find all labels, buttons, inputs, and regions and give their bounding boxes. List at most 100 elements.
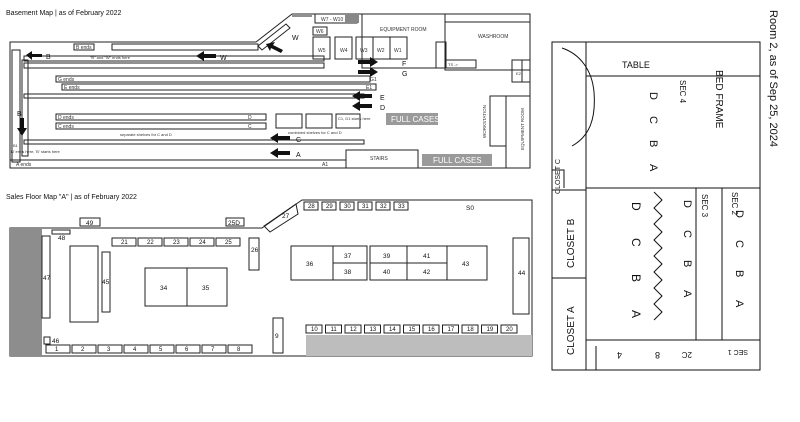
shelf-25d: 25D — [228, 220, 240, 227]
arrow-label: C — [296, 137, 301, 144]
shelf-number: 19 — [487, 327, 494, 333]
full-cases-badges: FULL CASES FULL CASES — [386, 113, 492, 166]
aisle-w2: W2 — [377, 48, 385, 54]
shelf-box — [393, 201, 409, 211]
arrow-right-icon — [358, 67, 378, 77]
shelf-9: 9 — [275, 333, 279, 340]
arrow-label: F — [402, 61, 406, 68]
shelf-box — [123, 344, 149, 354]
shelf-number: 18 — [467, 327, 474, 333]
sketch-bottom-labels: 4 8 2C SEC 1 — [617, 348, 748, 360]
shelf-box — [163, 237, 189, 247]
shelf-box — [325, 324, 342, 334]
sales-floor-map — [9, 199, 533, 357]
section-letter: C — [681, 230, 693, 238]
label-w7-w10: W7 - W10 — [321, 17, 343, 23]
d-label: D — [248, 115, 252, 121]
shelf-number: 22 — [147, 240, 154, 246]
shelf-box — [357, 201, 373, 211]
sketch-labels: Room 2, as of Sep 25, 2024 TABLE SEC 4 B… — [555, 10, 779, 355]
arrow-label: A — [296, 152, 301, 159]
shelf-49: 49 — [86, 220, 94, 227]
section-letter: D — [629, 202, 643, 211]
shelf-36: 36 — [306, 261, 314, 268]
shelf-46: 46 — [52, 338, 60, 345]
shelf-box — [500, 324, 518, 334]
equipment-room-side-label: EQUIPMENT ROOM — [520, 108, 525, 150]
aisle-w1: W1 — [394, 48, 402, 54]
full-cases-label: FULL CASES — [391, 115, 440, 124]
shelf-box — [97, 344, 123, 354]
aisle-w4: W4 — [340, 48, 348, 54]
shelf-number: 1 — [55, 347, 59, 353]
shelf-26: 26 — [251, 247, 259, 254]
b1-label: B1 — [13, 143, 19, 148]
ts-label: TS -> — [448, 62, 459, 67]
zigzag-divider — [653, 191, 663, 321]
shelf-number: 10 — [311, 327, 318, 333]
shelf-number: 33 — [398, 204, 405, 210]
sales-labels: 27 26 25D 49 48 47 45 46 34 35 36 37 38 … — [43, 205, 526, 345]
shelf-45: 45 — [102, 279, 110, 286]
washroom-label: WASHROOM — [478, 34, 508, 40]
arrow-left-icon — [270, 148, 290, 158]
basement-map — [9, 13, 531, 169]
shelf-number: 11 — [331, 327, 338, 333]
aisle-w5: W5 — [318, 48, 326, 54]
g-ends-label: G ends — [58, 77, 75, 83]
shelf-box — [442, 324, 459, 334]
shelf-47: 47 — [43, 275, 51, 282]
shelf-box — [481, 324, 498, 334]
shelf-27: 27 — [282, 213, 290, 220]
closet-b-label: CLOSET B — [566, 218, 577, 268]
g1-label: G1 — [370, 77, 377, 83]
a-ends-label: A ends — [16, 162, 32, 168]
combined-shelves-note: combined shelves for C and D — [288, 130, 342, 135]
shelf-number: 8 — [237, 347, 241, 353]
section-letter: A — [733, 300, 745, 308]
separate-shelves-note: separate shelves for C and D — [120, 132, 172, 137]
stairs-label: STAIRS — [370, 156, 388, 162]
bottom-label: 2C — [682, 350, 692, 359]
shelf-box — [305, 324, 323, 334]
bottom-label: SEC 1 — [728, 348, 748, 355]
label-s0: S0 — [466, 205, 474, 212]
shelf-box — [422, 324, 440, 334]
label-b-ends: B ends — [76, 45, 92, 51]
shelf-box — [215, 237, 241, 247]
section-letter: C — [647, 116, 659, 124]
shelf-box — [201, 344, 227, 354]
arrow-right-icon — [358, 57, 378, 67]
shelf-34: 34 — [160, 285, 168, 292]
shelf-box — [303, 201, 319, 211]
shelf-number: 13 — [370, 327, 377, 333]
arrow-left-icon — [352, 101, 372, 111]
arrow-up-icon — [17, 118, 27, 136]
shelf-box — [364, 324, 381, 334]
shelf-box — [71, 344, 97, 354]
shelf-box — [375, 201, 391, 211]
section-letter: A — [629, 310, 643, 318]
shelf-number: 14 — [389, 327, 396, 333]
arrow-label: B — [17, 111, 22, 118]
n-ends-note: 'N' ends here, 'B' starts here — [10, 149, 61, 154]
bottom-label: 4 — [617, 350, 622, 360]
shelf-number: 28 — [308, 204, 315, 210]
shelf-box — [137, 237, 163, 247]
sec4-label: SEC 4 — [678, 80, 687, 104]
shelf-number: 25 — [225, 240, 232, 246]
shelf-box — [111, 237, 137, 247]
w-aisles — [312, 36, 408, 60]
equipment-room-label: EQUIPMENT ROOM — [380, 27, 427, 33]
arrow-label: G — [402, 71, 407, 78]
a1-label: A1 — [322, 162, 328, 168]
sales-floor-map-title: Sales Floor Map "A" | as of February 202… — [6, 194, 137, 201]
section-letter: B — [647, 140, 659, 147]
section-letter: D — [647, 92, 659, 100]
e2-label: E2 — [516, 71, 522, 76]
shelf-box — [45, 344, 71, 354]
